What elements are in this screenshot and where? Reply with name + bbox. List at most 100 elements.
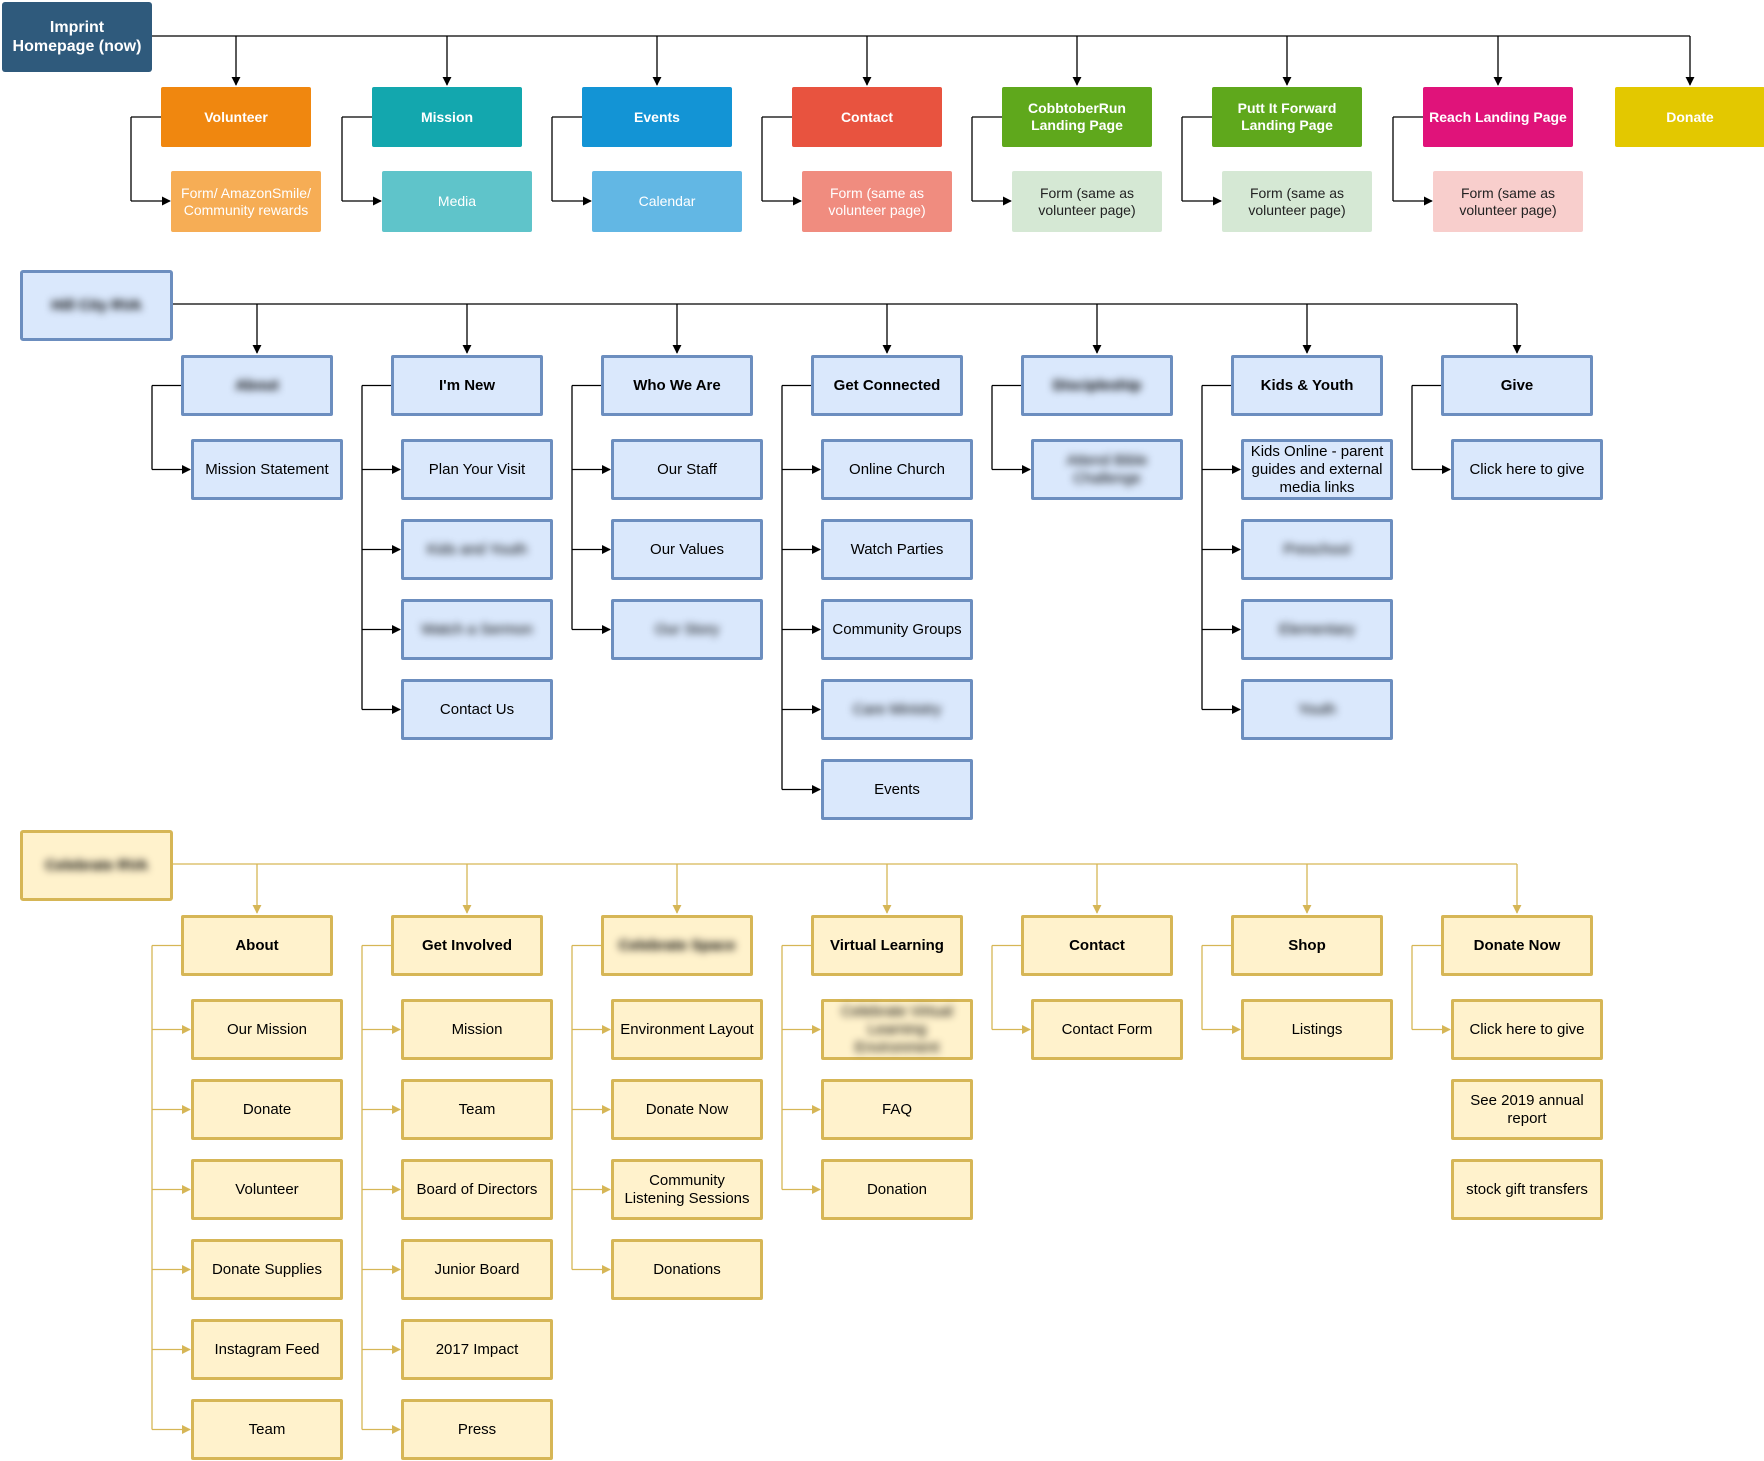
imprint-node-volunteer: Volunteer [161,87,311,147]
celebrate-child-stock-gift-transfers: stock gift transfers [1451,1159,1603,1220]
celebrate-node-about-label: About [235,936,279,954]
imprint-node-reach-landing-page: Reach Landing Page [1423,87,1573,147]
church-child-preschool-label: Preschool [1283,540,1351,558]
church-node-kids-youth: Kids & Youth [1231,355,1383,416]
celebrate-node-shop-label: Shop [1288,936,1326,954]
celebrate-child-junior-board-label: Junior Board [434,1260,520,1278]
connector-lines [130,35,1695,1435]
church-node-kids-youth-label: Kids & Youth [1260,376,1354,394]
celebrate-child-2017-impact: 2017 Impact [401,1319,553,1380]
celebrate-child-donations-label: Donations [653,1260,721,1278]
church-child-plan-your-visit-label: Plan Your Visit [428,460,526,478]
celebrate-child-mission: Mission [401,999,553,1060]
imprint-child-contact-label: Form (same as volunteer page) [828,184,926,218]
celebrate-child-donate-now: Donate Now [611,1079,763,1140]
church-child-care-ministry-label: Care Ministry [852,700,942,718]
celebrate-child-instagram-feed: Instagram Feed [191,1319,343,1380]
celebrate-node-donate-now: Donate Now [1441,915,1593,976]
celebrate-child-volunteer: Volunteer [191,1159,343,1220]
celebrate-child-contact-form: Contact Form [1031,999,1183,1060]
church-child-attend-bible-challenge-label: Attend Bible Challenge [1066,451,1148,487]
imprint-node-contact: Contact [792,87,942,147]
celebrate-child-team: Team [191,1399,343,1460]
celebrate-node-celebrate-space-label: Celebrate Space [618,936,736,954]
celebrate-child-environment-layout: Environment Layout [611,999,763,1060]
celebrate-child-donation: Donation [821,1159,973,1220]
celebrate-child-instagram-feed-label: Instagram Feed [214,1340,320,1358]
church-child-our-values-label: Our Values [650,540,724,558]
celebrate-child-team-label: Team [458,1100,496,1118]
imprint-child-cobbtoberrun-landing-page-label: Form (same as volunteer page) [1038,184,1136,218]
imprint-child-events-label: Calendar [638,193,696,210]
church-child-kids-online-parent-guides-and-external-media-links-label: Kids Online - parent guides and external… [1250,442,1384,496]
celebrate-child-donations: Donations [611,1239,763,1300]
imprint-child-volunteer: Form/ AmazonSmile/ Community rewards [171,171,321,232]
celebrate-child-community-listening-sessions-label: Community Listening Sessions [624,1171,750,1207]
celebrate-child-contact-form-label: Contact Form [1061,1020,1153,1038]
church-node-i-m-new-label: I'm New [438,376,496,394]
celebrate-child-board-of-directors: Board of Directors [401,1159,553,1220]
imprint-child-cobbtoberrun-landing-page: Form (same as volunteer page) [1012,171,1162,232]
church-child-watch-a-sermon: Watch a Sermon [401,599,553,660]
imprint-node-mission: Mission [372,87,522,147]
church-child-kids-and-youth-label: Kids and Youth [426,540,528,558]
celebrate-child-donate-supplies-label: Donate Supplies [211,1260,323,1278]
imprint-node-donate: Donate [1615,87,1764,147]
celebrate-child-community-listening-sessions: Community Listening Sessions [611,1159,763,1220]
celebrate-child-celebrate-virtual-learning-environment: Celebrate Virtual Learning Environment [821,999,973,1060]
imprint-child-mission-label: Media [437,193,477,210]
celebrate-child-see-2019-annual-report: See 2019 annual report [1451,1079,1603,1140]
church-child-online-church: Online Church [821,439,973,500]
imprint-child-volunteer-label: Form/ AmazonSmile/ Community rewards [181,184,311,218]
church-child-elementary: Elementary [1241,599,1393,660]
celebrate-node-celebrate-space: Celebrate Space [601,915,753,976]
imprint-child-putt-it-forward-landing-page-label: Form (same as volunteer page) [1248,184,1346,218]
church-child-youth-label: Youth [1298,700,1336,718]
church-node-about-label: About [235,376,279,394]
celebrate-child-faq-label: FAQ [881,1100,912,1118]
imprint-child-reach-landing-page-label: Form (same as volunteer page) [1459,184,1557,218]
celebrate-child-donate: Donate [191,1079,343,1140]
celebrate-child-see-2019-annual-report-label: See 2019 annual report [1470,1091,1584,1127]
celebrate-node-contact-label: Contact [1069,936,1125,954]
church-child-attend-bible-challenge: Attend Bible Challenge [1031,439,1183,500]
church-node-discipleship-label: Discipleship [1052,376,1142,394]
celebrate-child-donate-now-label: Donate Now [645,1100,729,1118]
imprint-child-mission: Media [382,171,532,232]
celebrate-child-press-label: Press [457,1420,497,1438]
celebrate-node-donate-now-label: Donate Now [1473,936,1561,954]
church-child-contact-us: Contact Us [401,679,553,740]
celebrate-child-donate-label: Donate [242,1100,292,1118]
church-child-watch-parties-label: Watch Parties [850,540,944,558]
church-node-about: About [181,355,333,416]
church-child-plan-your-visit: Plan Your Visit [401,439,553,500]
church-node-who-we-are: Who We Are [601,355,753,416]
imprint-node-reach-landing-page-label: Reach Landing Page [1429,108,1567,125]
celebrate-node-contact: Contact [1021,915,1173,976]
church-child-our-story-label: Our Story [654,620,720,638]
church-root-node: Hill City RVA [20,270,173,341]
church-child-elementary-label: Elementary [1279,620,1355,638]
celebrate-child-team: Team [401,1079,553,1140]
church-child-contact-us-label: Contact Us [439,700,515,718]
celebrate-child-volunteer-label: Volunteer [235,1180,299,1198]
church-node-get-connected: Get Connected [811,355,963,416]
church-node-discipleship: Discipleship [1021,355,1173,416]
celebrate-child-board-of-directors-label: Board of Directors [416,1180,538,1198]
church-child-our-values: Our Values [611,519,763,580]
celebrate-child-faq: FAQ [821,1079,973,1140]
celebrate-child-environment-layout-label: Environment Layout [620,1020,754,1038]
imprint-child-reach-landing-page: Form (same as volunteer page) [1433,171,1583,232]
church-child-online-church-label: Online Church [849,460,945,478]
church-node-get-connected-label: Get Connected [833,376,941,394]
church-child-community-groups-label: Community Groups [832,620,962,638]
imprint-node-cobbtoberrun-landing-page: CobbtoberRun Landing Page [1002,87,1152,147]
imprint-node-contact-label: Contact [840,108,894,125]
celebrate-child-mission-label: Mission [451,1020,503,1038]
celebrate-child-team-label: Team [248,1420,286,1438]
celebrate-node-get-involved-label: Get Involved [421,936,513,954]
church-child-our-staff: Our Staff [611,439,763,500]
church-child-watch-parties: Watch Parties [821,519,973,580]
